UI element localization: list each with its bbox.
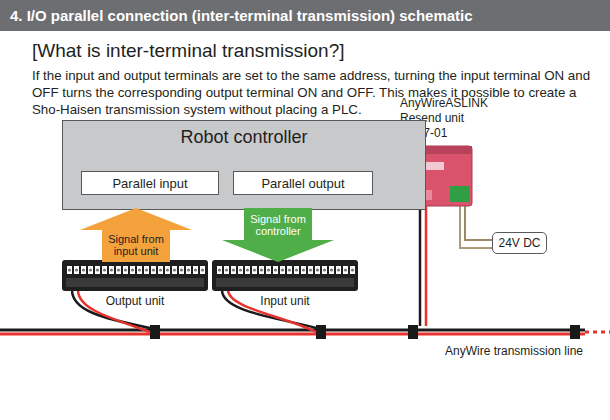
node-text: Signal from input unit: [104, 233, 168, 257]
description: If the input and output terminals are se…: [32, 67, 592, 118]
node-text: 24V DC: [498, 236, 540, 250]
node-text: Parallel input: [112, 176, 187, 191]
section-heading: [What is inter-terminal transmission?]: [32, 40, 345, 62]
part-name: AnyWireASLINK: [400, 96, 488, 110]
port-box: Parallel input: [81, 171, 219, 195]
signal-arrow: Signal from controller: [222, 208, 334, 262]
port-box: Parallel output: [233, 171, 373, 195]
unit-label: Input unit: [260, 294, 309, 308]
header-title: 4. I/O parallel connection (inter-termin…: [10, 7, 473, 24]
output-unit-terminal-block: [62, 260, 208, 291]
input-unit-terminal-block: [212, 260, 358, 291]
power-box: 24V DC: [492, 232, 547, 254]
node-text: Robot controller: [180, 127, 307, 148]
controller-box: Robot controllerParallel input Parallel o…: [62, 120, 426, 210]
header-band: [0, 0, 610, 31]
node-text: Signal from controller: [246, 213, 310, 237]
unit-label: Output unit: [106, 294, 165, 308]
node-text: Parallel output: [261, 176, 344, 191]
signal-arrow: Signal from input unit: [80, 208, 192, 262]
line-label: AnyWire transmission line: [443, 344, 585, 358]
